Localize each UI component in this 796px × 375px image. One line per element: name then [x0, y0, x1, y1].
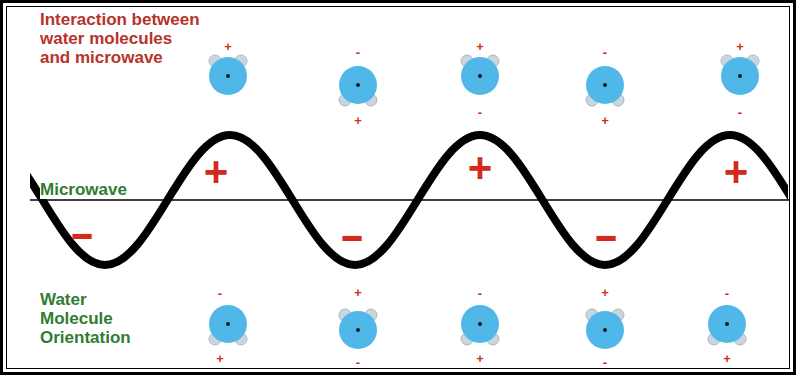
charge-sign: + [468, 147, 493, 189]
microwave-wave [30, 135, 788, 265]
polarity-sign: + [476, 40, 484, 53]
wave-label: Microwave [40, 180, 127, 199]
polarity-sign: + [224, 40, 232, 53]
water-molecule [721, 55, 759, 95]
water-molecule [339, 309, 377, 349]
polarity-sign: + [723, 352, 731, 365]
polarity-sign: + [354, 286, 362, 299]
polarity-sign: + [601, 286, 609, 299]
orientation-label: Water Molecule Orientation [40, 290, 160, 347]
charge-sign: - [69, 213, 94, 255]
polarity-sign: + [476, 352, 484, 365]
polarity-sign: - [738, 106, 742, 119]
water-molecule [586, 309, 624, 349]
water-molecule [209, 55, 247, 95]
charge-sign: - [593, 215, 618, 257]
polarity-sign: + [354, 114, 362, 127]
water-molecule [461, 305, 499, 345]
polarity-sign: + [216, 352, 224, 365]
polarity-sign: + [736, 40, 744, 53]
charge-sign: - [339, 215, 364, 257]
charge-sign: + [724, 151, 749, 193]
water-molecule [461, 55, 499, 95]
polarity-sign: - [478, 106, 482, 119]
charge-sign: + [204, 151, 229, 193]
polarity-sign: - [603, 356, 607, 369]
polarity-sign: - [603, 46, 607, 59]
water-molecule [339, 66, 377, 106]
polarity-sign: - [356, 356, 360, 369]
polarity-sign: - [478, 287, 482, 300]
axis-line [30, 199, 790, 201]
water-molecule [586, 66, 624, 106]
polarity-sign: - [725, 287, 729, 300]
polarity-sign: - [356, 46, 360, 59]
title-label: Interaction between water molecules and … [40, 10, 200, 67]
water-molecule [209, 305, 247, 345]
polarity-sign: + [601, 114, 609, 127]
polarity-sign: - [218, 287, 222, 300]
water-molecule [708, 305, 746, 345]
